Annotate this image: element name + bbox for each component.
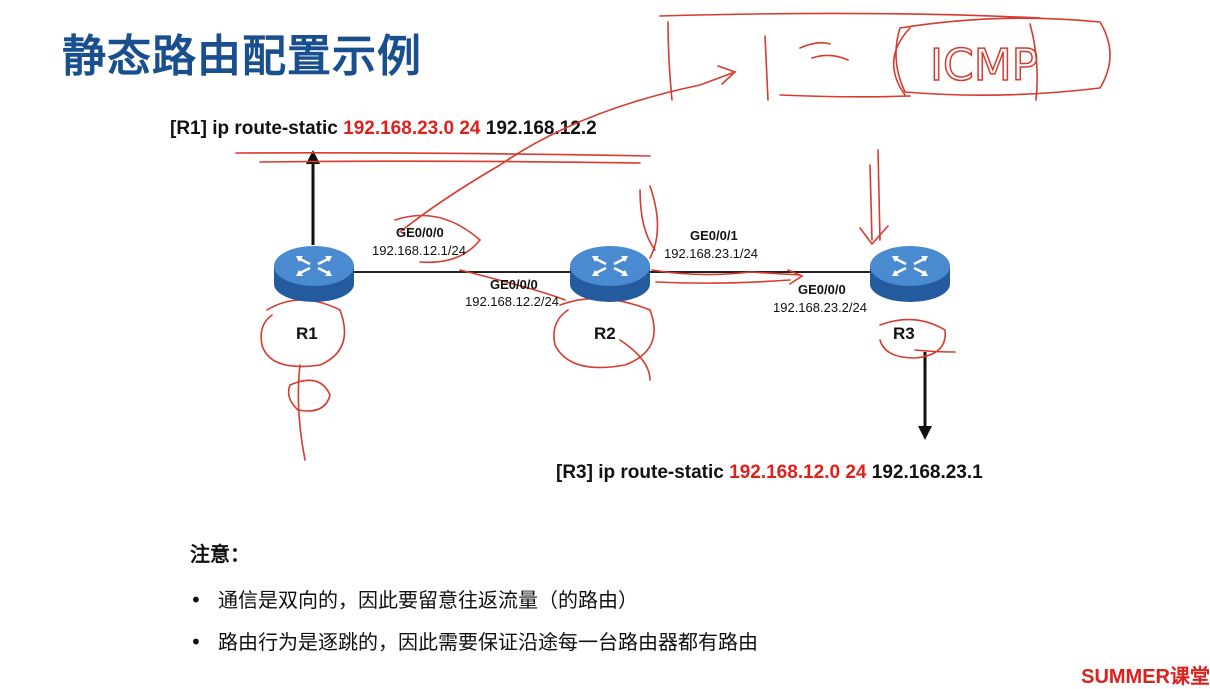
handwritten-annotations — [235, 12, 1111, 461]
r1-interface-name: GE0/0/0 — [396, 225, 444, 240]
r1-up-arrowhead — [306, 150, 320, 164]
r3-command-nexthop: 192.168.23.1 — [871, 462, 983, 483]
r2-right-interface-ip: 192.168.23.1/24 — [664, 246, 758, 261]
r2-right-interface-name: GE0/0/1 — [690, 228, 738, 243]
router-r2-label: R2 — [594, 324, 616, 343]
r3-command-prefix: [R3] ip route-static — [556, 462, 724, 483]
router-r3-label: R3 — [893, 324, 915, 343]
router-r1-label: R1 — [296, 324, 318, 343]
note-item: • 通信是双向的，因此要留意往返流量（的路由） — [190, 584, 638, 613]
router-r3[interactable] — [868, 240, 952, 308]
page-title: 静态路由配置示例 — [62, 31, 422, 82]
r2-left-interface-name: GE0/0/0 — [490, 277, 538, 292]
router-icon — [870, 246, 950, 302]
brand-logo: SUMMER课堂 — [1081, 666, 1210, 688]
r2-left-interface-ip: 192.168.12.2/24 — [465, 294, 559, 309]
bullet-icon: • — [190, 588, 202, 612]
r1-command-prefix: [R1] ip route-static — [170, 118, 338, 139]
r1-interface-ip: 192.168.12.1/24 — [372, 243, 466, 258]
router-r2[interactable] — [568, 240, 652, 308]
r1-command-destination: 192.168.23.0 24 — [343, 118, 481, 139]
r3-interface-ip: 192.168.23.2/24 — [773, 300, 867, 315]
notes-title: 注意： — [190, 542, 250, 566]
note-item: • 路由行为是逐跳的，因此需要保证沿途每一台路由器都有路由 — [190, 626, 758, 655]
r3-interface-name: GE0/0/0 — [798, 282, 846, 297]
handwritten-icmp: ICMP — [930, 40, 1038, 91]
note-item-text: 通信是双向的，因此要留意往返流量（的路由） — [218, 588, 638, 612]
router-icon — [570, 246, 650, 302]
router-r1[interactable] — [272, 240, 356, 308]
bullet-icon: • — [190, 630, 202, 654]
topology-canvas: ICMP — [235, 12, 1111, 461]
router-icon — [274, 246, 354, 302]
r3-static-route-command: [R3] ip route-static 192.168.12.0 24 192… — [556, 462, 983, 484]
note-item-text: 路由行为是逐跳的，因此需要保证沿途每一台路由器都有路由 — [218, 630, 758, 654]
r1-command-nexthop: 192.168.12.2 — [485, 118, 597, 139]
r3-command-destination: 192.168.12.0 24 — [729, 462, 867, 483]
r1-static-route-command: [R1] ip route-static 192.168.23.0 24 192… — [170, 118, 597, 140]
r3-down-arrowhead — [918, 426, 932, 440]
